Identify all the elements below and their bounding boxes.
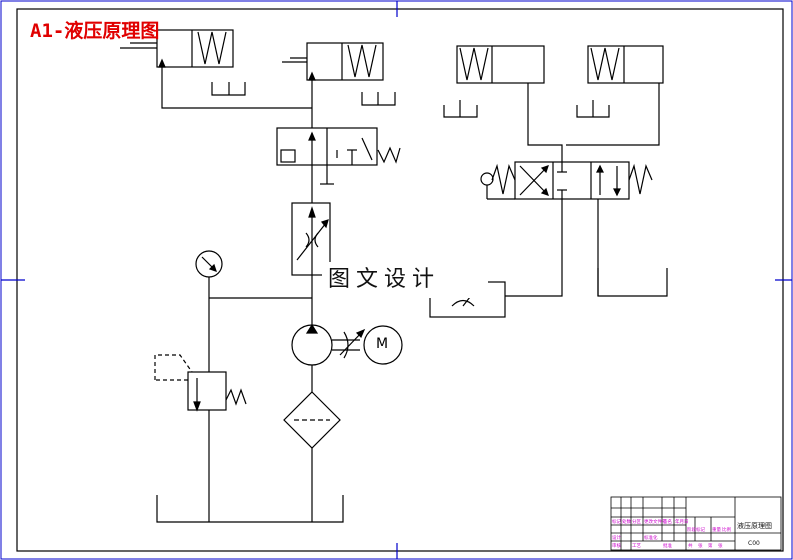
cylinder-2 [282,42,384,81]
title-block-code: C00 [748,540,760,547]
watermark: 图文设计 [322,262,488,298]
cylinder-3 [456,45,545,84]
drawing-title: A1-液压原理图 [30,20,160,42]
title-block-red-label: 阶段标记 [687,528,705,533]
title-block-red-label: 比例 [722,528,731,533]
title-block [610,496,782,551]
title-block-red-label: 重量 [712,528,721,533]
directional-valve-3pos [480,161,653,200]
title-block-red-label: 张 [718,544,723,549]
title-block-red-label: 签名 [663,520,672,525]
title-block-red-label: 分区 [632,520,641,525]
title-block-red-label: 审核 [612,544,621,549]
motor-label: M [376,336,389,352]
cylinder-1 [120,29,234,68]
relief-valve [154,354,247,412]
title-block-red-label: 第 [708,544,713,549]
pump [291,323,366,366]
title-block-red-label: 标准化 [644,536,658,541]
electric-motor [363,325,403,365]
title-block-red-label: 共 [688,544,693,549]
title-block-red-label: 工艺 [632,544,641,549]
title-block-red-label: 标记 [612,520,621,525]
title-block-red-label: 张 [698,544,703,549]
throttle-valve [291,202,331,276]
title-block-drawing-name: 液压原理图 [737,522,772,530]
pressure-gauge [195,250,223,278]
tank-main [156,495,344,523]
title-block-red-label: 处数 [622,520,631,525]
title-block-red-label: 批准 [663,544,672,549]
title-block-red-label: 更改文件号 [644,520,667,525]
filter [283,391,341,449]
cylinder-4 [587,45,664,84]
title-block-red-label: 设计 [612,536,621,541]
directional-valve-2pos [276,127,401,185]
title-block-red-label: 年月日 [675,520,689,525]
